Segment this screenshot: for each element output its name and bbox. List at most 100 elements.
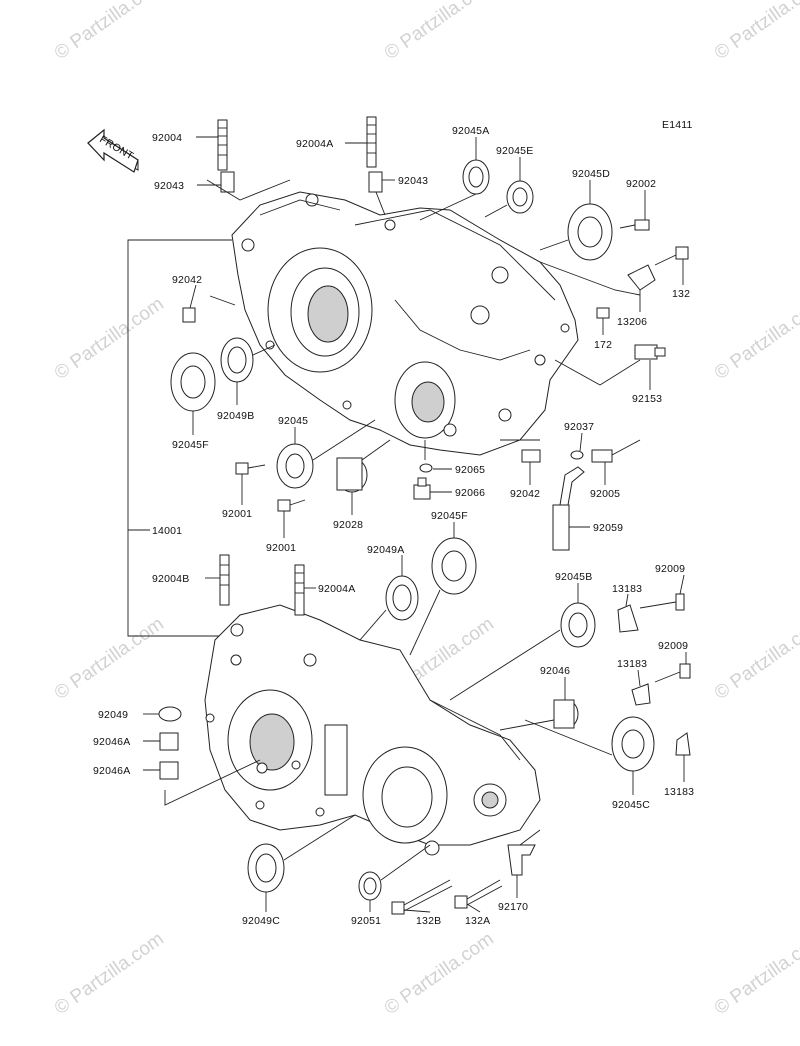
label-92028[interactable]: 92028 — [333, 519, 363, 531]
label-92004A-lower[interactable]: 92004A — [318, 583, 355, 595]
label-92045[interactable]: 92045 — [278, 415, 308, 427]
needle-bearing-92046A-b — [159, 761, 179, 780]
oil-seal-92049 — [158, 706, 182, 722]
label-92045D[interactable]: 92045D — [572, 168, 610, 180]
watermark: © Partzilla.com — [51, 0, 168, 64]
dowel-92042-top — [182, 307, 196, 323]
watermark-layer: © Partzilla.com © Partzilla.com © Partzi… — [51, 0, 800, 1019]
label-92170[interactable]: 92170 — [498, 901, 528, 913]
bearing-92045C — [611, 716, 655, 772]
bolt-132A — [454, 879, 503, 909]
label-92042-mid[interactable]: 92042 — [510, 488, 540, 500]
label-92046A-b[interactable]: 92046A — [93, 765, 130, 777]
oring-92037 — [570, 450, 584, 460]
label-92049[interactable]: 92049 — [98, 709, 128, 721]
bolt-92009-b — [654, 663, 691, 683]
bearing-92045A — [462, 159, 490, 195]
stud-92004 — [217, 119, 228, 171]
label-92153[interactable]: 92153 — [632, 393, 662, 405]
needle-bearing-92046 — [553, 699, 579, 729]
oil-seal-92049A — [385, 575, 419, 621]
watermark: © Partzilla.com — [711, 928, 800, 1019]
bearing-92045E — [506, 180, 534, 214]
label-92009-b[interactable]: 92009 — [658, 640, 688, 652]
label-92045A[interactable]: 92045A — [452, 125, 489, 137]
stud-92004A-lower — [294, 564, 305, 616]
fitting-92153 — [634, 344, 666, 360]
bearing-92045F-left — [170, 352, 216, 412]
clamp-92170 — [507, 844, 536, 876]
label-13183-c[interactable]: 13183 — [664, 786, 694, 798]
label-132A[interactable]: 132A — [465, 915, 490, 927]
label-13183-b[interactable]: 13183 — [617, 658, 647, 670]
lower-crankcase-half — [204, 604, 541, 856]
watermark: © Partzilla.com — [711, 613, 800, 704]
label-92001-a[interactable]: 92001 — [222, 508, 252, 520]
leader-lines — [143, 136, 687, 913]
label-92002[interactable]: 92002 — [626, 178, 656, 190]
label-92004A-top[interactable]: 92004A — [296, 138, 333, 150]
label-92045E[interactable]: 92045E — [496, 145, 533, 157]
bolt-92002 — [619, 219, 650, 231]
front-arrow-icon: FRONT — [87, 128, 139, 173]
bearing-92045D — [567, 203, 613, 261]
label-172[interactable]: 172 — [594, 339, 612, 351]
label-92045F-left[interactable]: 92045F — [172, 439, 209, 451]
fitting-92066 — [413, 477, 431, 500]
watermark: © Partzilla.com — [381, 928, 498, 1019]
bushing-92028 — [336, 457, 368, 493]
label-92037[interactable]: 92037 — [564, 421, 594, 433]
label-13183-a[interactable]: 13183 — [612, 583, 642, 595]
label-92043-left[interactable]: 92043 — [154, 180, 184, 192]
bolt-132B — [391, 879, 453, 915]
needle-bearing-92046A-a — [159, 732, 179, 751]
label-92045F-mid[interactable]: 92045F — [431, 510, 468, 522]
bolt-132 — [654, 246, 689, 266]
label-92046A-a[interactable]: 92046A — [93, 736, 130, 748]
label-92043-right[interactable]: 92043 — [398, 175, 428, 187]
part-labels: 92004 92043 92004A 92043 92045A 92045E 9… — [93, 125, 694, 927]
dowel-92043-left — [220, 171, 235, 193]
label-92004B[interactable]: 92004B — [152, 573, 189, 585]
watermark: © Partzilla.com — [711, 293, 800, 384]
washer-92065 — [419, 463, 433, 473]
label-92042-top[interactable]: 92042 — [172, 274, 202, 286]
watermark: © Partzilla.com — [711, 0, 800, 64]
watermark: © Partzilla.com — [381, 0, 498, 64]
label-92049C[interactable]: 92049C — [242, 915, 280, 927]
label-132B[interactable]: 132B — [416, 915, 441, 927]
watermark: © Partzilla.com — [51, 613, 168, 704]
label-132[interactable]: 132 — [672, 288, 690, 300]
label-92001-b[interactable]: 92001 — [266, 542, 296, 554]
label-92049B[interactable]: 92049B — [217, 410, 254, 422]
label-92066[interactable]: 92066 — [455, 487, 485, 499]
watermark: © Partzilla.com — [51, 293, 168, 384]
plate-13183-c — [675, 732, 691, 756]
label-14001[interactable]: 14001 — [152, 525, 182, 537]
fitting-92005 — [591, 439, 641, 463]
label-92065[interactable]: 92065 — [455, 464, 485, 476]
label-92045B[interactable]: 92045B — [555, 571, 592, 583]
label-13206[interactable]: 13206 — [617, 316, 647, 328]
oil-seal-92049B — [220, 337, 254, 383]
label-92004[interactable]: 92004 — [152, 132, 182, 144]
bearing-92045 — [276, 443, 314, 489]
label-92049A[interactable]: 92049A — [367, 544, 404, 556]
plate-13183-a — [617, 604, 639, 633]
label-92051[interactable]: 92051 — [351, 915, 381, 927]
label-92046[interactable]: 92046 — [540, 665, 570, 677]
bearing-92045B — [560, 602, 596, 648]
plug-172 — [596, 307, 610, 319]
label-92059[interactable]: 92059 — [593, 522, 623, 534]
oil-seal-92051 — [358, 871, 382, 901]
bolt-92009-a — [639, 593, 685, 611]
label-92045C[interactable]: 92045C — [612, 799, 650, 811]
diagram-code: E1411 — [662, 119, 693, 131]
watermark: © Partzilla.com — [51, 928, 168, 1019]
label-92009-a[interactable]: 92009 — [655, 563, 685, 575]
crankcase-set-bracket — [127, 239, 232, 637]
hose-92059 — [552, 466, 585, 551]
label-92005[interactable]: 92005 — [590, 488, 620, 500]
plate-13183-b — [631, 683, 651, 706]
